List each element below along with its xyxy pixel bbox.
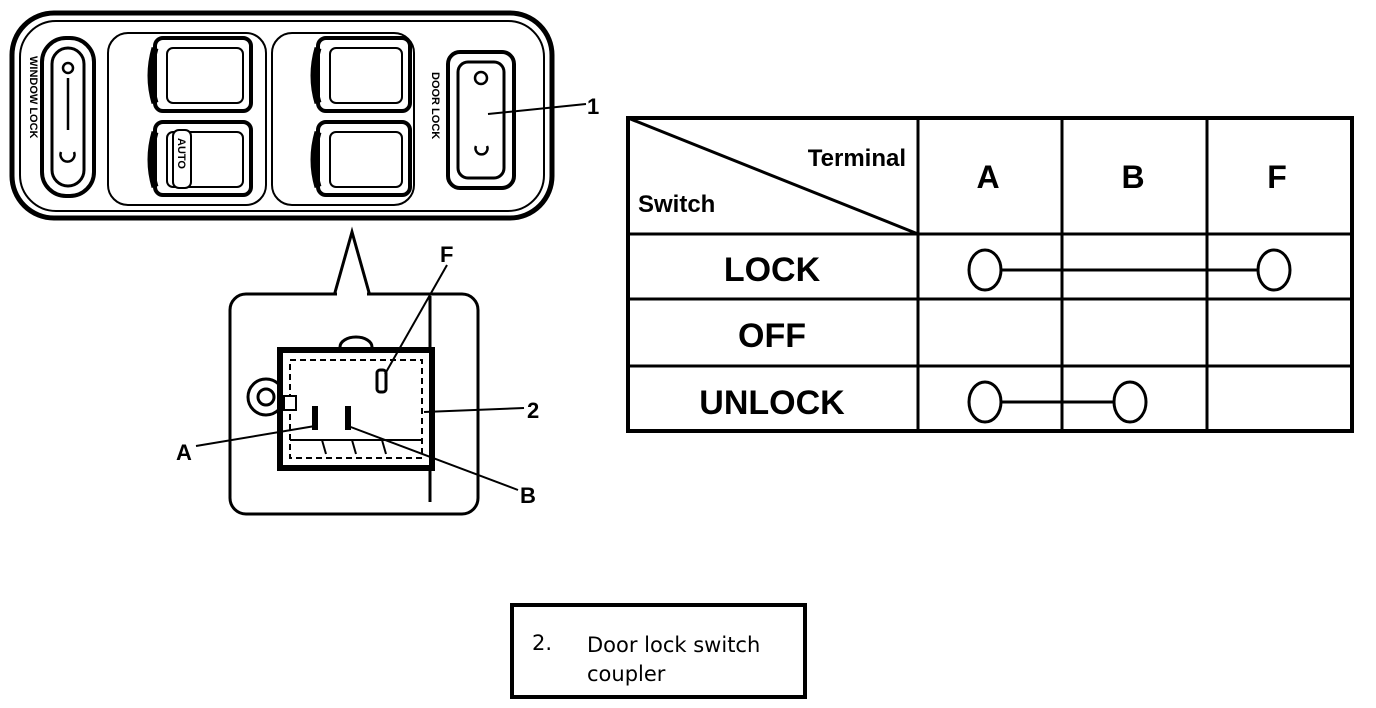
callout-f-leader (384, 264, 448, 375)
continuity-circle-lock-f (1256, 248, 1292, 292)
terminal-b-pin (345, 406, 351, 430)
door-lock-label: DOOR LOCK (429, 72, 441, 139)
callout-2-label: 2 (527, 398, 539, 423)
auto-label: AUTO (175, 138, 187, 169)
row-label-lock: LOCK (724, 251, 821, 289)
callout-1-label: 1 (587, 94, 599, 119)
callout-a-label: A (176, 440, 192, 465)
legend-text: Door lock switch coupler (587, 633, 761, 686)
passenger-window-switches (271, 32, 415, 206)
connector-detail-view (228, 226, 480, 516)
callout-a-leader (195, 425, 316, 447)
column-header-b: B (1121, 159, 1144, 195)
callout-b-label: B (520, 483, 536, 508)
row-label-unlock: UNLOCK (699, 384, 845, 422)
column-header-f: F (1267, 159, 1287, 195)
power-window-switch-panel: WINDOW LOCK AUTO DOOR LOCK (9, 10, 555, 221)
legend-box: 2. Door lock switch coupler (510, 603, 807, 699)
continuity-circle-lock-a (967, 248, 1003, 292)
corner-switch-label: Switch (638, 191, 715, 218)
legend-number: 2. (532, 631, 553, 655)
terminal-a-pin (312, 406, 318, 430)
callout-1-leader (487, 103, 587, 115)
continuity-circle-unlock-b (1112, 380, 1148, 424)
window-lock-switch: WINDOW LOCK (27, 36, 96, 198)
callout-f-label: F (440, 242, 453, 267)
terminal-f-pin (375, 368, 388, 394)
door-lock-switch: DOOR LOCK (429, 50, 516, 190)
callout-b-leader (347, 425, 519, 491)
continuity-marks (967, 248, 1292, 424)
row-label-off: OFF (738, 317, 806, 355)
window-lock-label: WINDOW LOCK (27, 56, 39, 139)
corner-diagonal (627, 116, 919, 236)
column-header-a: A (976, 159, 999, 195)
callout-2-leader (423, 407, 525, 413)
continuity-circle-unlock-a (967, 380, 1003, 424)
door-lock-switch-coupler (277, 335, 435, 471)
corner-terminal-label: Terminal (808, 145, 906, 172)
driver-window-switches: AUTO (107, 32, 267, 206)
continuity-table: Terminal Switch A B F LOCK OFF UNLOCK (626, 116, 1354, 433)
